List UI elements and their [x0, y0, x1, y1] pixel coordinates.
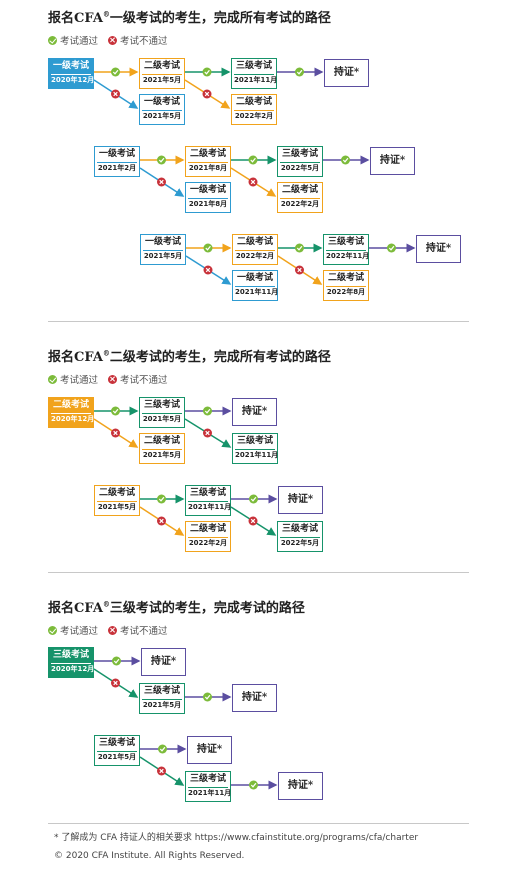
fail-cross-icon [203, 428, 212, 438]
footnote-charter-link: * 了解成为 CFA 持证人的相关要求 https://www.cfainsti… [54, 833, 419, 843]
certificate-box: 持证* [278, 772, 323, 800]
fail-cross-icon [157, 177, 166, 187]
certificate-box: 持证* [324, 59, 369, 87]
section-2-title: 报名CFA®二级考试的考生，完成所有考试的路径 [48, 348, 331, 365]
pass-check-icon [111, 67, 120, 77]
certificate-box: 持证* [187, 736, 232, 764]
fail-cross-icon [111, 678, 120, 688]
certificate-box: 持证* [370, 147, 415, 175]
fail-cross-icon [203, 265, 213, 275]
pass-check-icon [202, 67, 212, 77]
certificate-box: 持证* [278, 486, 323, 514]
pass-check-icon [203, 243, 213, 253]
fail-cross-icon [157, 516, 166, 526]
certificate-box: 持证* [232, 398, 277, 426]
pass-check-icon [48, 625, 57, 635]
legend-1: 考试通过 考试不通过 [48, 33, 168, 47]
pass-check-icon [111, 406, 120, 416]
section-divider [48, 572, 469, 573]
pass-check-icon [295, 67, 304, 77]
pass-check-icon [112, 656, 121, 666]
fail-cross-icon [111, 89, 120, 99]
legend-2: 考试通过 考试不通过 [48, 372, 168, 386]
pass-check-icon [249, 494, 258, 504]
pass-check-icon [157, 155, 166, 165]
fail-cross-icon [111, 428, 120, 438]
pass-check-icon [203, 406, 212, 416]
copyright: © 2020 CFA Institute. All Rights Reserve… [54, 851, 245, 861]
section-divider [48, 321, 469, 322]
pass-check-icon [48, 374, 57, 384]
fail-cross-icon [108, 35, 118, 45]
pass-check-icon [249, 780, 258, 790]
fail-cross-icon [202, 89, 212, 99]
pass-check-icon [203, 692, 212, 702]
pass-check-icon [48, 35, 57, 45]
pass-check-icon [295, 243, 304, 253]
pass-check-icon [341, 155, 350, 165]
fail-cross-icon [108, 625, 118, 635]
pass-check-icon [158, 744, 167, 754]
fail-cross-icon [248, 516, 258, 526]
certificate-box: 持证* [416, 235, 461, 263]
section-1-title: 报名CFA®一级考试的考生，完成所有考试的路径 [48, 9, 331, 26]
legend-3: 考试通过 考试不通过 [48, 623, 168, 637]
section-divider [48, 823, 469, 824]
pass-check-icon [157, 494, 166, 504]
pass-check-icon [387, 243, 396, 253]
certificate-box: 持证* [141, 648, 186, 676]
certificate-box: 持证* [232, 684, 277, 712]
pass-check-icon [248, 155, 258, 165]
section-3-title: 报名CFA®三级考试的考生，完成考试的路径 [48, 599, 305, 616]
fail-cross-icon [157, 766, 166, 776]
fail-cross-icon [248, 177, 258, 187]
fail-cross-icon [295, 265, 304, 275]
fail-cross-icon [108, 374, 118, 384]
